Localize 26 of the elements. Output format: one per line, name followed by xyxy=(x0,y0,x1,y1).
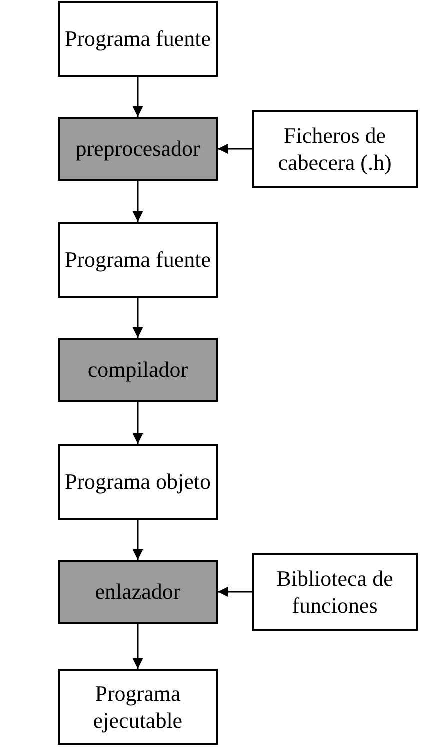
data-box xyxy=(58,222,218,298)
process-box xyxy=(58,117,218,181)
arrow xyxy=(132,402,144,444)
arrow xyxy=(132,520,144,560)
box-label: Programa ejecutable xyxy=(92,680,184,734)
data-box xyxy=(58,444,218,520)
box-label: Biblioteca de funciones xyxy=(276,564,394,620)
arrow xyxy=(132,298,144,338)
arrow xyxy=(132,624,144,669)
data-box xyxy=(252,110,418,188)
arrow xyxy=(132,181,144,222)
box-label: preprocesador xyxy=(76,135,200,163)
data-box xyxy=(252,553,418,631)
arrow xyxy=(132,77,144,117)
box-label: Programa objeto xyxy=(64,468,212,496)
arrow xyxy=(218,144,252,154)
data-box xyxy=(58,669,218,745)
box-label: compilador xyxy=(88,356,188,384)
box-label: Programa fuente xyxy=(65,246,211,274)
data-box xyxy=(58,1,218,77)
process-box xyxy=(58,560,218,624)
process-box xyxy=(58,338,218,402)
arrow xyxy=(218,586,252,598)
box-label: Programa fuente xyxy=(65,25,211,53)
box-label: enlazador xyxy=(95,578,181,606)
box-label: Ficheros de cabecera (.h) xyxy=(277,122,393,176)
